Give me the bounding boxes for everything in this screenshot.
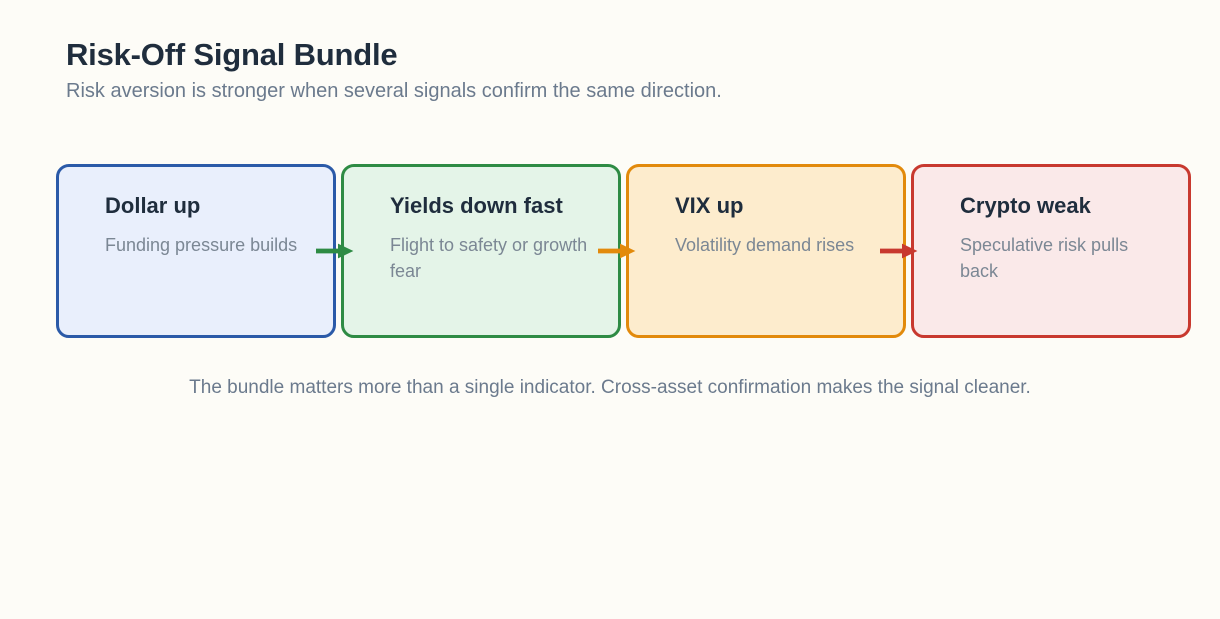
signal-flow-row: Dollar up Funding pressure builds Yields…: [56, 164, 1191, 338]
page-title: Risk-Off Signal Bundle: [66, 37, 398, 72]
signal-card-crypto-weak[interactable]: Crypto weak Speculative risk pulls back: [911, 164, 1191, 338]
signal-card-title: VIX up: [675, 193, 744, 218]
page-subtitle: Risk aversion is stronger when several s…: [66, 79, 722, 102]
signal-card-description: Flight to safety or growth fear: [390, 235, 588, 282]
signal-card-title: Crypto weak: [960, 193, 1091, 218]
signal-card-dollar-up[interactable]: Dollar up Funding pressure builds: [56, 164, 336, 338]
signal-card-title: Yields down fast: [390, 193, 563, 218]
signal-card-description: Speculative risk pulls back: [960, 235, 1129, 282]
signal-card-title: Dollar up: [105, 193, 201, 218]
signal-card-description: Funding pressure builds: [105, 235, 298, 256]
signal-card-vix-up[interactable]: VIX up Volatility demand rises: [626, 164, 906, 338]
footer-note: The bundle matters more than a single in…: [189, 377, 1031, 398]
signal-card-description: Volatility demand rises: [675, 235, 855, 256]
signal-card-yields-down-fast[interactable]: Yields down fast Flight to safety or gro…: [341, 164, 621, 338]
header: Risk-Off Signal Bundle Risk aversion is …: [66, 37, 1166, 104]
